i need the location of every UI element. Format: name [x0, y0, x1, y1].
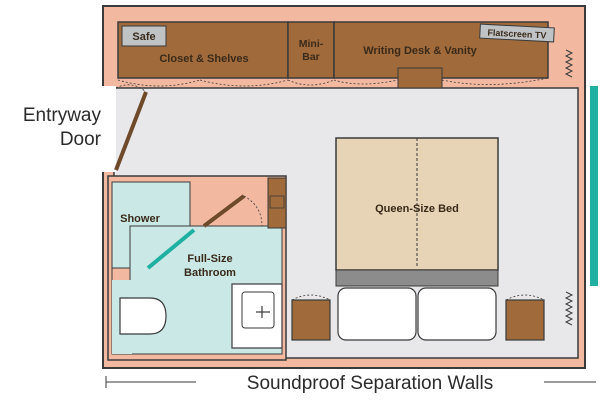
sink-basin [241, 291, 275, 329]
closet-door-arcs [117, 77, 549, 87]
minibar-label-1: Mini- [299, 38, 324, 50]
entryway-label-2: Door [60, 129, 102, 150]
pillow-left [337, 287, 417, 341]
bed-label: Queen-Size Bed [375, 203, 459, 215]
tv-label: Flatscreen TV [487, 27, 546, 40]
bathroom-label-2: Bathroom [184, 267, 236, 279]
walls-label: Soundproof Separation Walls [247, 373, 493, 394]
nightstand-right-arc [505, 294, 545, 301]
closet-label: Closet & Shelves [159, 53, 248, 65]
closet-cabinet [117, 21, 289, 79]
vanity-stool [397, 67, 443, 89]
toilet [119, 297, 167, 335]
bathroom-door [202, 194, 246, 228]
minibar-label-2: Bar [302, 51, 320, 63]
side-shelf-inner [269, 195, 285, 209]
entry-door [114, 91, 148, 171]
shower-glass-door [146, 228, 196, 270]
entry-door-arc [115, 84, 147, 93]
nightstand-left-arc [291, 294, 331, 301]
entryway-label-1: Entryway [23, 105, 102, 126]
pillow-right [417, 287, 497, 341]
safe-box [121, 25, 167, 47]
bathroom-label-1: Full-Size [187, 253, 232, 265]
entry-wall-gap [102, 86, 116, 172]
safe-label: Safe [132, 31, 155, 43]
radiator-top [564, 49, 574, 78]
headboard [335, 269, 499, 287]
desk-label: Writing Desk & Vanity [363, 45, 477, 57]
shower-label: Shower [120, 213, 160, 225]
nightstand-left [291, 299, 331, 341]
nightstand-right [505, 299, 545, 341]
minibar-cabinet [287, 21, 335, 79]
faucet-icon [256, 306, 270, 318]
radiator-bottom [564, 291, 574, 326]
bathroom-door-arc [243, 195, 263, 227]
flatscreen-tv [479, 23, 555, 43]
window-strip [590, 86, 598, 286]
